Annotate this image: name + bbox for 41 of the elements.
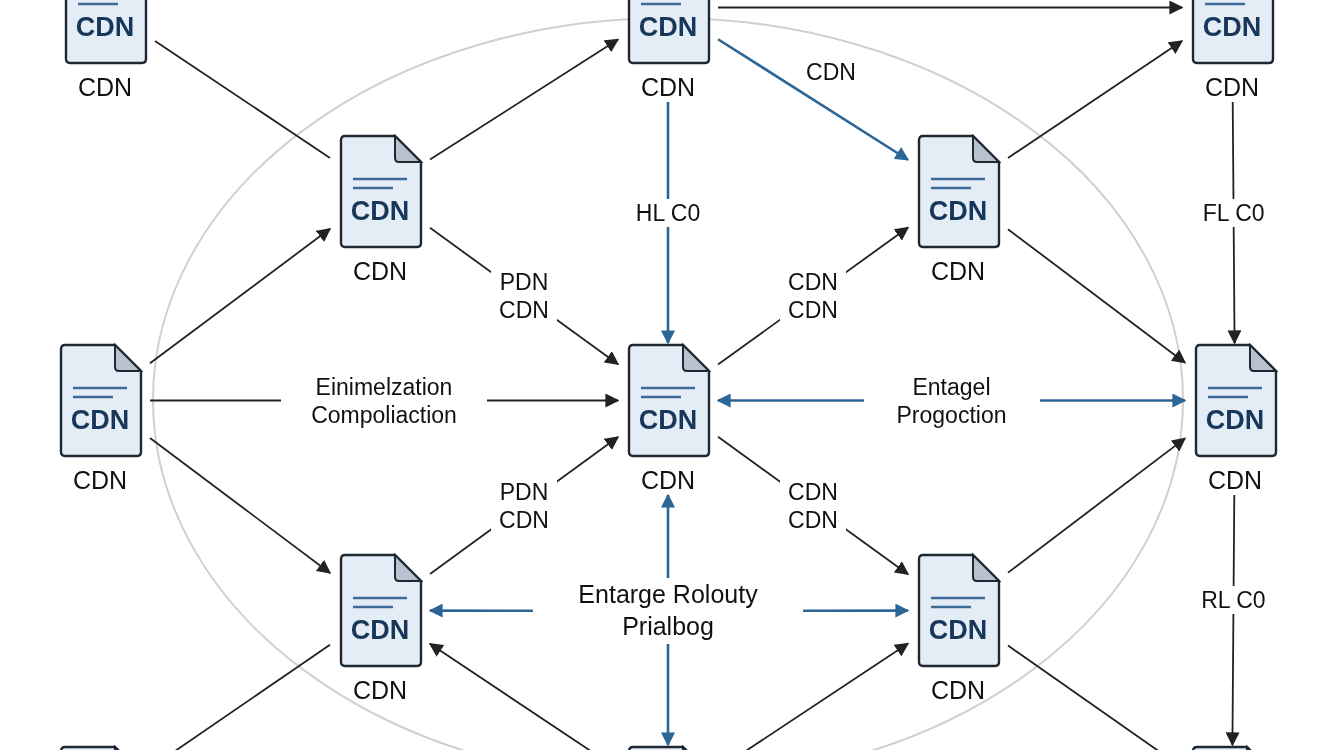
icon-label: CDN — [1204, 405, 1266, 436]
edge-label: PDN CDN — [491, 268, 557, 324]
arrow — [428, 603, 533, 618]
arrow — [149, 227, 332, 365]
arrow — [1225, 494, 1240, 747]
node-caption: CDN — [639, 72, 697, 102]
arrow — [661, 102, 675, 345]
icon-label: CDN — [69, 405, 131, 436]
icon-label: CDN — [637, 405, 699, 436]
icon-label: CDN — [1201, 12, 1263, 43]
icon-label: CDN — [637, 12, 699, 43]
arrow — [429, 38, 620, 161]
edge-label: CDN CDN — [780, 268, 846, 324]
arrow — [1007, 437, 1187, 574]
node-caption: CDN — [351, 256, 409, 286]
arrow — [149, 437, 332, 574]
diagram-text: Entarge Rolouty Prialbog — [577, 579, 759, 642]
arrow — [1227, 101, 1242, 345]
node-caption: CDN — [71, 465, 129, 495]
arrow — [717, 38, 910, 161]
icon-label: CDN — [927, 196, 989, 227]
node-caption: CDN — [929, 675, 987, 705]
icon-label: CDN — [927, 615, 989, 646]
node-caption: CDN — [929, 256, 987, 286]
node-caption: CDN — [639, 465, 697, 495]
connector-line — [154, 40, 331, 159]
arrow — [661, 644, 675, 747]
node-caption: CDN — [76, 72, 134, 102]
icon-label: CDN — [74, 12, 136, 43]
arrow — [1007, 40, 1184, 159]
icon-label: CDN — [349, 196, 411, 227]
arrow — [803, 603, 910, 618]
icon-label: CDN — [349, 615, 411, 646]
arrow — [717, 0, 1184, 15]
edge-label: CDN CDN — [780, 477, 846, 534]
node-caption: CDN — [1203, 72, 1261, 102]
arrow — [1007, 228, 1187, 364]
edge-label: PDN CDN — [491, 477, 557, 534]
node-caption: CDN — [1206, 465, 1264, 495]
arrow — [661, 493, 675, 578]
node-caption: CDN — [351, 675, 409, 705]
